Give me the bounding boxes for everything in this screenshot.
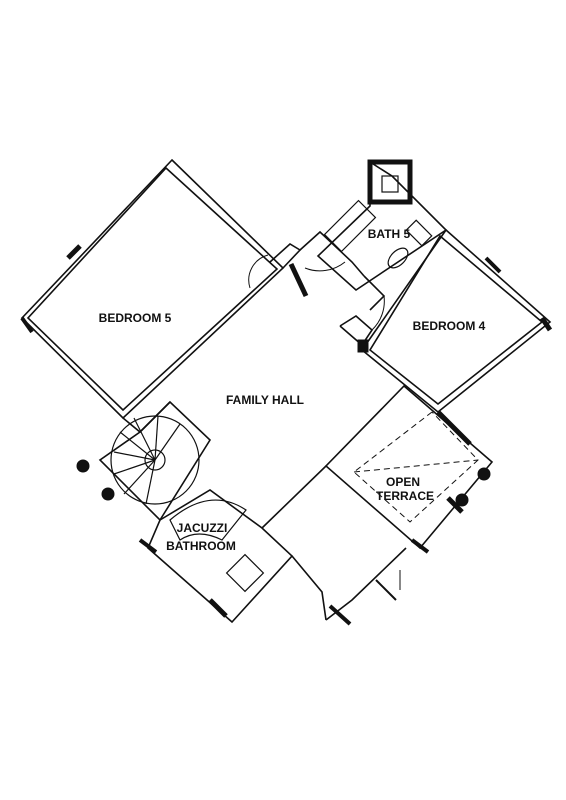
jacuzzi-bathroom-walls bbox=[138, 489, 294, 624]
label-bath-5: BATH 5 bbox=[368, 227, 411, 241]
label-jacuzzi-line2: BATHROOM bbox=[166, 539, 236, 553]
hall-door bbox=[304, 261, 346, 272]
toilet bbox=[405, 219, 433, 247]
bathtub bbox=[323, 199, 377, 253]
jacuzzi-tub bbox=[169, 499, 247, 541]
label-open-terrace-line2: TERRACE bbox=[376, 489, 434, 503]
label-open-terrace-line1: OPEN bbox=[386, 475, 420, 489]
spiral-staircase bbox=[76, 400, 212, 522]
column bbox=[357, 339, 369, 353]
bath-5-walls bbox=[316, 159, 448, 292]
bedroom-4-door bbox=[371, 295, 385, 331]
label-bedroom-4: BEDROOM 4 bbox=[413, 319, 486, 333]
bedroom-5-door bbox=[248, 254, 269, 289]
sink bbox=[387, 247, 409, 269]
label-jacuzzi-line1: JACUZZI bbox=[177, 521, 228, 535]
open-terrace bbox=[324, 384, 494, 554]
bedroom-5-walls bbox=[20, 158, 285, 420]
label-family-hall: FAMILY HALL bbox=[226, 393, 304, 407]
lower-walls bbox=[261, 465, 407, 626]
shower bbox=[225, 553, 265, 593]
label-bedroom-5: BEDROOM 5 bbox=[99, 311, 172, 325]
